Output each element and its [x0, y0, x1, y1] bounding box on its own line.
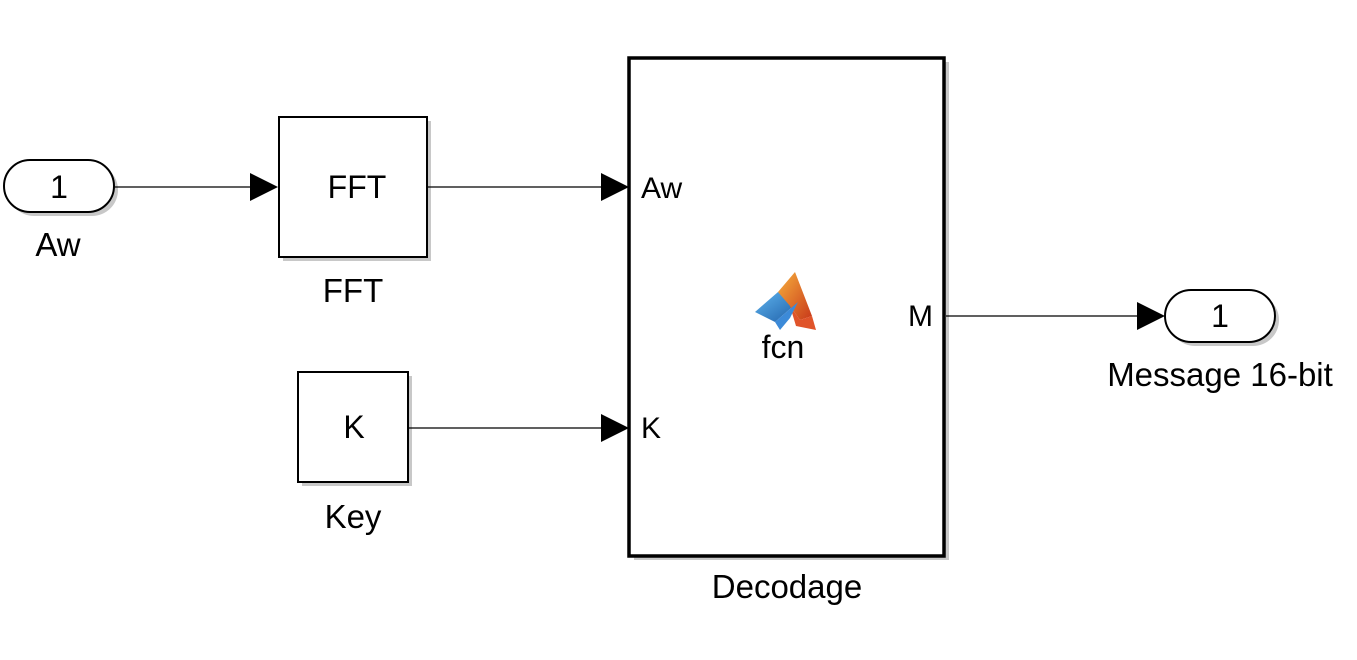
- key-block-label: Key: [325, 498, 382, 535]
- decodage-input-port-aw: Aw: [641, 172, 682, 205]
- fft-block[interactable]: FFT: [278, 116, 431, 261]
- fft-block-label: FFT: [323, 272, 383, 309]
- outport-number: 1: [1211, 298, 1229, 334]
- fft-block-text: FFT: [328, 169, 387, 205]
- matlab-logo-icon: [755, 272, 816, 330]
- decodage-function-block[interactable]: Aw K M fcn: [627, 56, 949, 560]
- signal-line-aw-to-fft[interactable]: [114, 173, 278, 201]
- key-block-text: K: [343, 409, 364, 445]
- outport-block[interactable]: 1: [1164, 289, 1279, 346]
- signal-line-decodage-to-outport[interactable]: [946, 302, 1165, 330]
- key-constant-block[interactable]: K: [297, 371, 412, 486]
- outport-label: Message 16-bit: [1107, 356, 1333, 393]
- decodage-output-port-m: M: [908, 300, 933, 333]
- decodage-block-label: Decodage: [712, 568, 862, 605]
- inport-number: 1: [50, 169, 68, 205]
- inport-label: Aw: [35, 226, 80, 263]
- signal-line-fft-to-decodage[interactable]: [427, 173, 629, 201]
- signal-line-key-to-decodage[interactable]: [408, 414, 629, 442]
- decodage-function-name: fcn: [762, 329, 805, 365]
- inport-block[interactable]: 1: [3, 159, 118, 216]
- decodage-input-port-k: K: [641, 412, 661, 445]
